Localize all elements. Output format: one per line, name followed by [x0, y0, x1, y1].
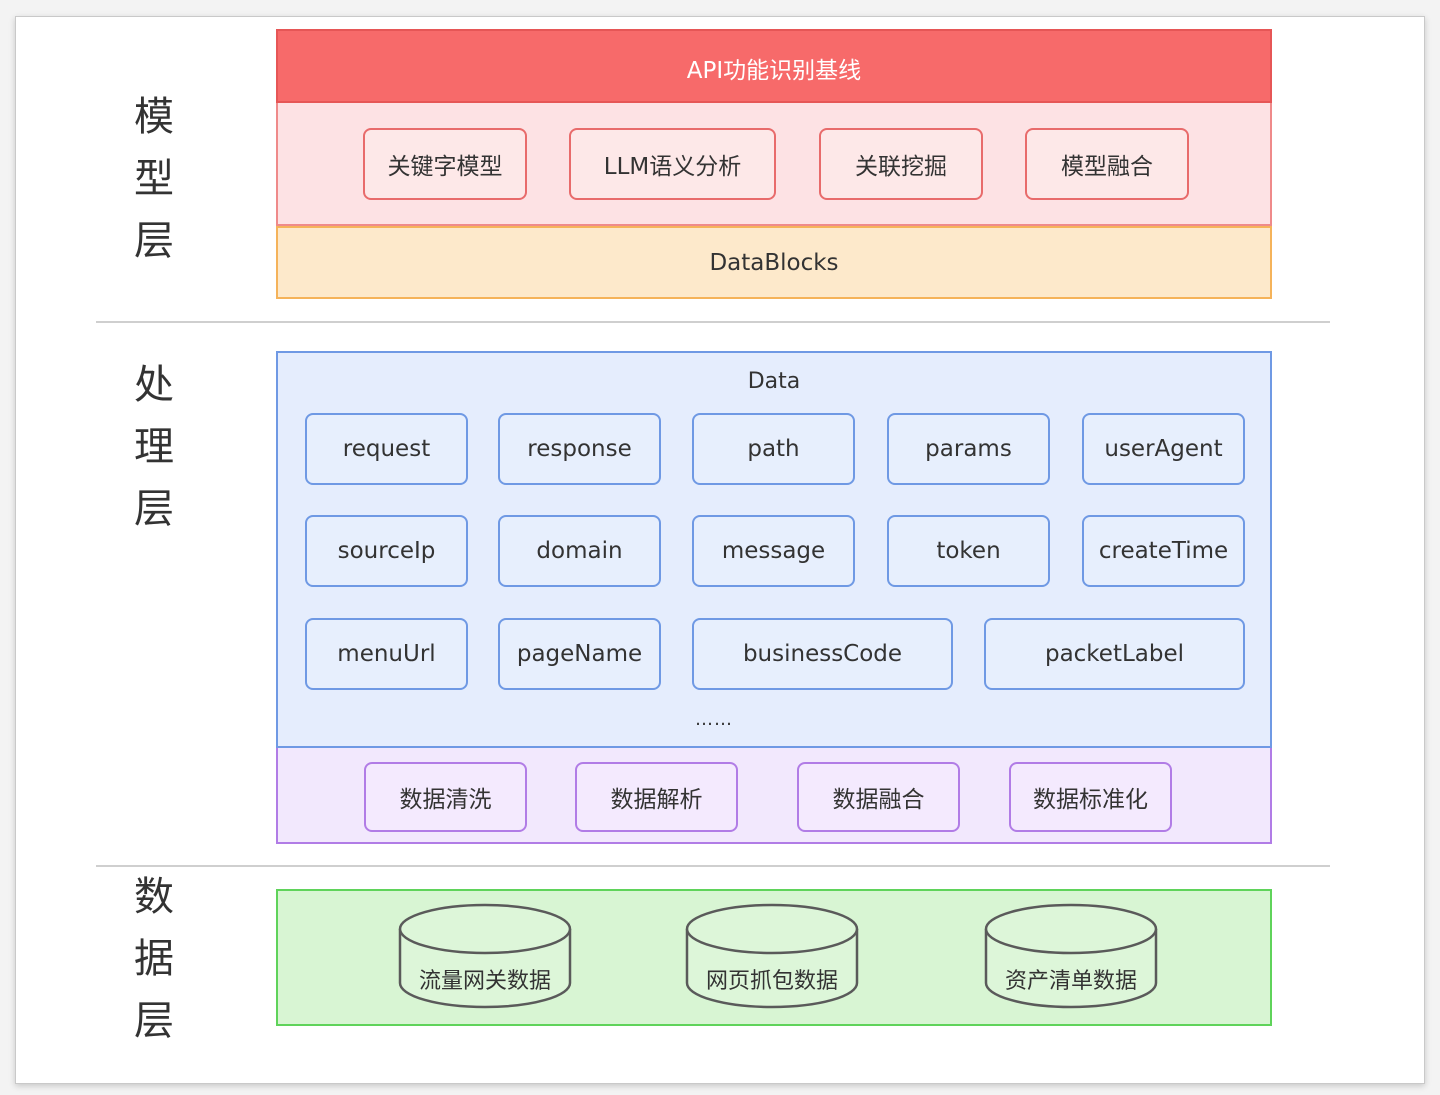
source-asset-inventory-label: 资产清单数据: [1004, 969, 1137, 994]
model-chip-keyword: 关键字模型: [363, 128, 527, 200]
source-traffic-gateway: 流量网关数据: [398, 903, 572, 1011]
field-message: message: [692, 515, 855, 587]
source-web-capture-label: 网页抓包数据: [705, 969, 838, 994]
field-request: request: [305, 413, 468, 485]
field-pagename: pageName: [498, 618, 661, 690]
source-web-capture: 网页抓包数据: [685, 903, 859, 1011]
data-title: Data: [747, 369, 801, 394]
divider-processing-data: [96, 865, 1330, 867]
processing-layer-label: 处 理 层: [134, 362, 174, 532]
model-chip-llm: LLM语义分析: [569, 128, 776, 200]
step-data-parsing: 数据解析: [575, 762, 738, 832]
database-icon: [984, 903, 1158, 1009]
field-businesscode: businessCode: [692, 618, 953, 690]
field-domain: domain: [498, 515, 661, 587]
field-response: response: [498, 413, 661, 485]
field-sourceip: sourceIp: [305, 515, 468, 587]
field-packetlabel: packetLabel: [984, 618, 1245, 690]
field-path: path: [692, 413, 855, 485]
data-layer-label: 数 据 层: [134, 874, 174, 1044]
source-traffic-gateway-label: 流量网关数据: [418, 969, 551, 994]
model-layer-label: 模 型 层: [134, 94, 174, 264]
field-token: token: [887, 515, 1050, 587]
field-createtime: createTime: [1082, 515, 1245, 587]
step-data-fusion: 数据融合: [797, 762, 960, 832]
api-baseline-header: API功能识别基线: [276, 29, 1272, 103]
model-chip-association: 关联挖掘: [819, 128, 983, 200]
database-icon: [398, 903, 572, 1009]
api-baseline-title: API功能识别基线: [686, 58, 862, 84]
divider-model-processing: [96, 321, 1330, 323]
source-asset-inventory: 资产清单数据: [984, 903, 1158, 1011]
model-chip-fusion: 模型融合: [1025, 128, 1189, 200]
field-useragent: userAgent: [1082, 413, 1245, 485]
data-ellipsis: ……: [695, 709, 733, 730]
database-icon: [685, 903, 859, 1009]
field-params: params: [887, 413, 1050, 485]
field-menuurl: menuUrl: [305, 618, 468, 690]
step-data-cleaning: 数据清洗: [364, 762, 527, 832]
datablocks-bar: DataBlocks: [276, 226, 1272, 299]
step-data-standardization: 数据标准化: [1009, 762, 1172, 832]
datablocks-label: DataBlocks: [709, 250, 839, 276]
